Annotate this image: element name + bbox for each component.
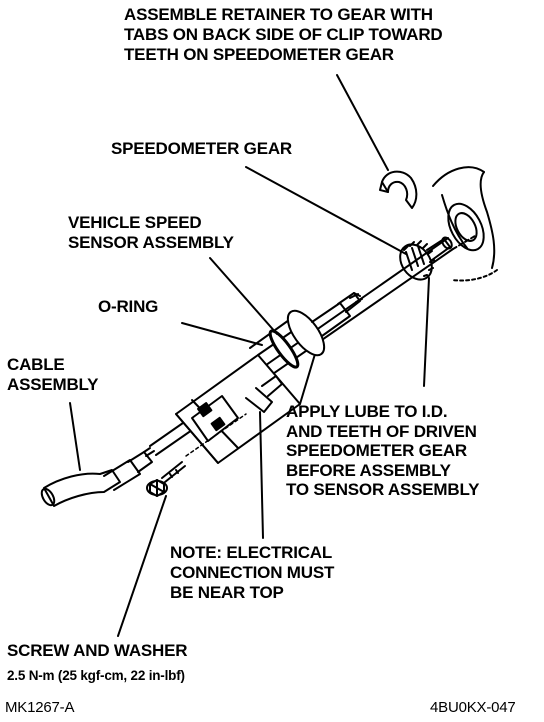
speedometer-gear (399, 236, 453, 281)
cable-assembly (40, 447, 155, 507)
vehicle-speed-sensor-assembly (175, 292, 363, 464)
assembly-center-line (185, 413, 247, 457)
electrical-connection-note: NOTE: ELECTRICAL CONNECTION MUST BE NEAR… (170, 543, 335, 602)
screw-and-washer (146, 461, 186, 497)
speedometer-gear-label: SPEEDOMETER GEAR (111, 139, 292, 158)
transmission-case-housing (432, 166, 498, 282)
torque-spec: 2.5 N-m (25 kgf-cm, 22 in-lbf) (7, 668, 185, 683)
lube-instruction-label: APPLY LUBE TO I.D. AND TEETH OF DRIVEN S… (286, 402, 480, 499)
leader-lines (69, 74, 430, 637)
retainer-clip (379, 170, 418, 209)
vehicle-speed-sensor-label: VEHICLE SPEED SENSOR ASSEMBLY (68, 213, 234, 252)
retainer-instruction-label: ASSEMBLE RETAINER TO GEAR WITH TABS ON B… (124, 5, 443, 64)
screw-and-washer-label: SCREW AND WASHER (7, 641, 188, 660)
cable-assembly-label: CABLE ASSEMBLY (7, 355, 99, 394)
o-ring-label: O-RING (98, 297, 159, 316)
figure-code-right: 4BU0KX-047 (430, 699, 516, 716)
figure-code-left: MK1267-A (5, 699, 75, 716)
